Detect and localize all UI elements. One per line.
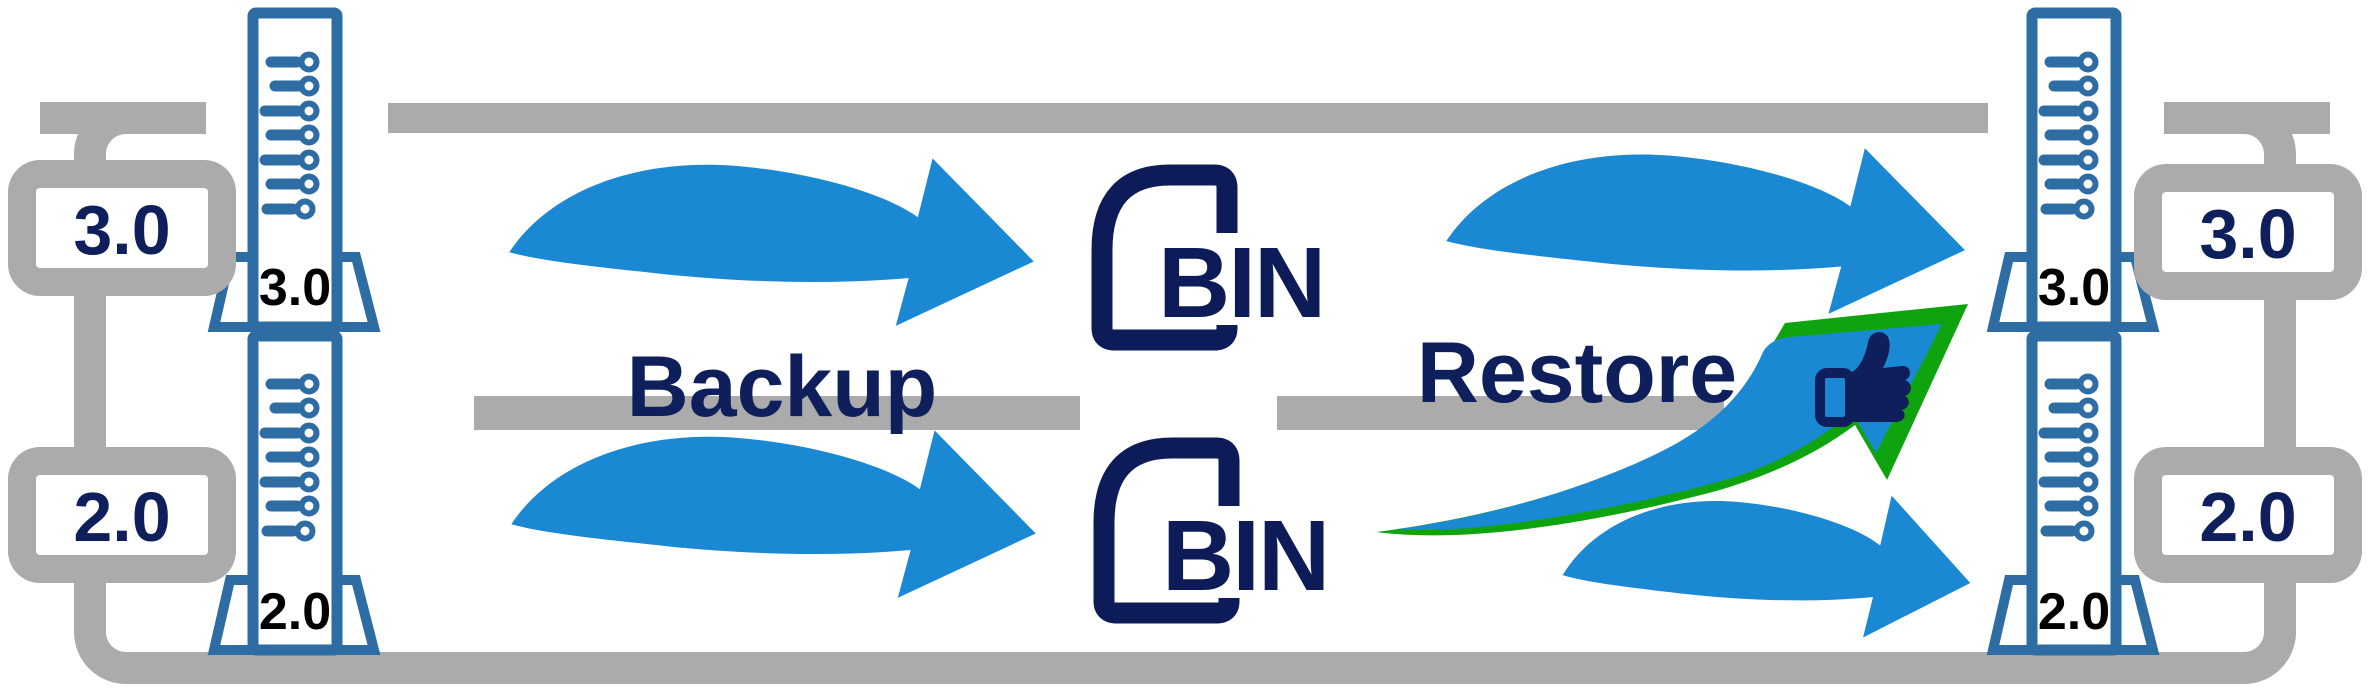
source-tower-top: 3.0 bbox=[214, 7, 374, 333]
thumbs-up-icon bbox=[1815, 332, 1911, 427]
target-tower-bottom: 2.0 bbox=[1993, 330, 2153, 656]
source-version-badge-2: 2.0 bbox=[8, 447, 236, 583]
version-badge-label: 2.0 bbox=[2199, 478, 2296, 556]
backup-label: Backup bbox=[627, 339, 938, 435]
frame-connectors bbox=[40, 102, 2330, 684]
middle-connector-bar-right bbox=[1277, 396, 1724, 430]
version-badge-label: 3.0 bbox=[73, 191, 170, 269]
tower-version-label: 3.0 bbox=[2038, 259, 2110, 317]
middle-connector-bar-left bbox=[474, 396, 1080, 430]
backup-arrow-top swoosh-arrow-icon bbox=[509, 158, 1034, 326]
restore-arrow-top swoosh-arrow-icon bbox=[1446, 148, 1965, 314]
restore-label: Restore bbox=[1417, 325, 1737, 421]
target-version-badge-3: 3.0 bbox=[2134, 164, 2362, 300]
thumb-hand bbox=[1852, 332, 1911, 422]
bin-file-top bin-file-icon: BIN bbox=[1102, 175, 1326, 340]
target-tower-top: 3.0 bbox=[1993, 7, 2153, 333]
thumb-cuff bbox=[1815, 368, 1855, 427]
success-arrow success-arrow-icon bbox=[1376, 304, 1968, 536]
target-version-badge-2: 2.0 bbox=[2134, 447, 2362, 583]
tower-version-label: 2.0 bbox=[259, 583, 331, 641]
bin-file-label: BIN bbox=[1158, 227, 1324, 339]
restore-arrow-bottom swoosh-arrow-icon bbox=[1562, 495, 1971, 638]
source-tower-bottom: 2.0 bbox=[214, 330, 374, 656]
top-connector-bar bbox=[388, 103, 1988, 133]
label-band bbox=[1152, 506, 1322, 598]
tower-version-label: 2.0 bbox=[2038, 583, 2110, 641]
bin-file-bottom bin-file-icon: BIN bbox=[1104, 448, 1330, 613]
version-badge-label: 3.0 bbox=[2199, 195, 2296, 273]
label-band bbox=[1150, 233, 1320, 325]
source-version-badge-3: 3.0 bbox=[8, 160, 236, 296]
version-badge-label: 2.0 bbox=[73, 478, 170, 556]
backup-arrow-bottom swoosh-arrow-icon bbox=[511, 430, 1036, 598]
frame-rail-path bbox=[74, 102, 2296, 684]
bin-file-label: BIN bbox=[1162, 500, 1328, 612]
tower-version-label: 3.0 bbox=[259, 259, 331, 317]
success-arrow-fill bbox=[1398, 324, 1942, 531]
